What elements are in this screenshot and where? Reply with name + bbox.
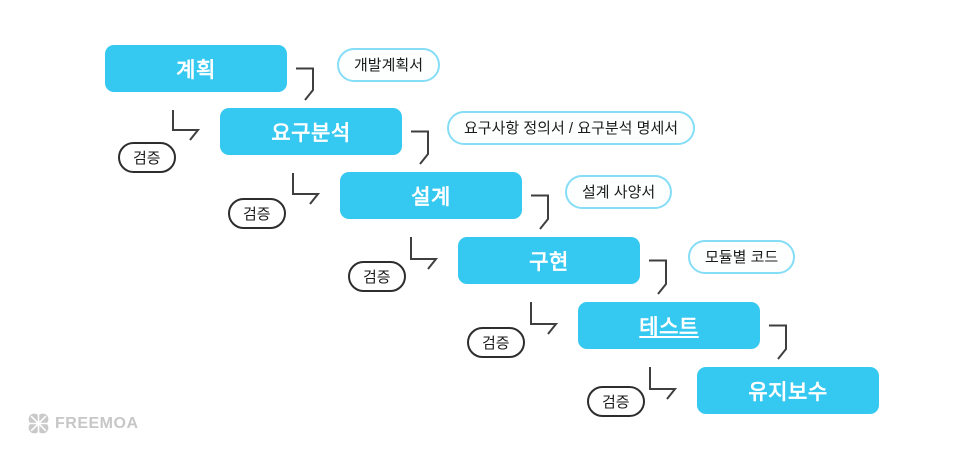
flow-arrow-requirements-to-design	[411, 130, 429, 165]
freemoa-wordmark: FREEMOA	[55, 414, 139, 432]
verify-arrow-2	[292, 173, 321, 205]
doc-bubble-requirements: 요구사항 정의서 / 요구분석 명세서	[447, 110, 696, 145]
phase-label: 테스트	[639, 315, 699, 339]
verify-label: 검증	[602, 394, 630, 411]
verify-label: 검증	[482, 335, 510, 352]
phase-box-implementation: 구현	[458, 237, 640, 284]
verify-arrow-4	[530, 302, 559, 335]
verify-label: 검증	[243, 206, 271, 223]
phase-label: 요구분석	[271, 121, 351, 145]
phase-label: 유지보수	[748, 380, 828, 404]
flow-arrow-implementation-to-test	[649, 259, 667, 295]
phase-box-planning: 계획	[105, 45, 287, 92]
flow-arrow-design-to-implementation	[531, 194, 549, 230]
doc-label: 모듈별 코드	[705, 249, 779, 266]
phase-box-maintenance: 유지보수	[697, 367, 879, 414]
verify-arrow-1	[172, 110, 201, 141]
doc-label: 요구사항 정의서 / 요구분석 명세서	[464, 120, 679, 137]
doc-bubble-planning: 개발계획서	[337, 47, 441, 82]
freemoa-clover-icon	[28, 413, 49, 434]
phase-box-requirements: 요구분석	[220, 108, 402, 155]
verify-bubble-2: 검증	[228, 198, 286, 229]
phase-label: 설계	[411, 185, 451, 209]
verify-label: 검증	[363, 269, 391, 286]
doc-bubble-implementation: 모듈별 코드	[688, 239, 796, 274]
verify-arrow-5	[649, 367, 678, 400]
doc-bubble-design: 설계 사양서	[565, 174, 673, 209]
phase-label: 계획	[176, 58, 216, 82]
verify-bubble-1: 검증	[118, 142, 176, 173]
verify-bubble-5: 검증	[587, 386, 645, 417]
phase-box-test: 테스트	[578, 302, 760, 349]
verify-label: 검증	[133, 150, 161, 167]
freemoa-logo: FREEMOA	[28, 413, 139, 434]
phase-label: 구현	[529, 250, 569, 274]
phase-box-design: 설계	[340, 172, 522, 219]
doc-label: 개발계획서	[354, 57, 424, 74]
verify-arrow-3	[410, 237, 439, 270]
doc-label: 설계 사양서	[582, 184, 656, 201]
verify-bubble-4: 검증	[467, 327, 525, 358]
verify-bubble-3: 검증	[348, 261, 406, 292]
flow-arrow-test-to-maintenance	[769, 324, 787, 360]
flow-arrow-planning-to-requirements	[296, 67, 314, 101]
